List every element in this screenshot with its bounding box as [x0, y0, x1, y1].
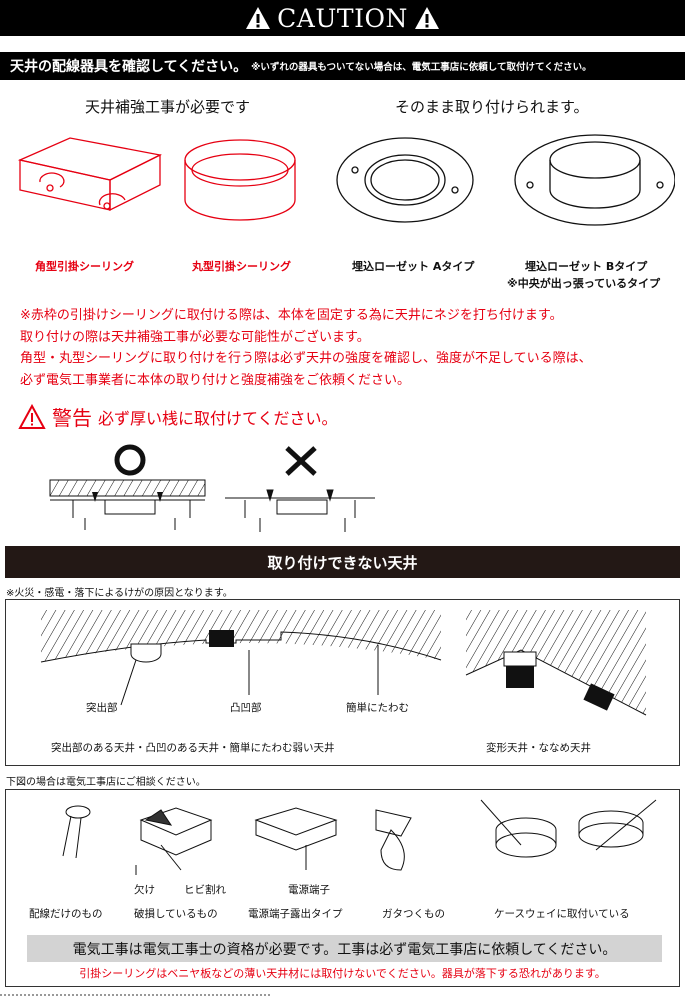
caution-title: CAUTION — [277, 3, 408, 33]
notice-line: 必ず電気工事業者に本体の取り付けと強度補強をご依頼ください。 — [20, 372, 411, 388]
rosette-a-image — [336, 137, 474, 223]
thin-ceiling-warning: 引掛シーリングはベニヤ板などの薄い天井材には取付けないでください。器具が落下する… — [79, 967, 606, 980]
notice-line: 角型・丸型シーリングに取り付けを行う際は必ず天井の強度を確認し、強度が不足してい… — [20, 351, 592, 366]
wire-only-image — [62, 805, 91, 859]
consult-item: 配線だけのもの — [29, 908, 103, 920]
warning-triangle-icon — [18, 403, 46, 429]
notice-line: ※赤枠の引掛けシーリングに取付ける際は、本体を固定する為に天井にネジを打ち付けま… — [20, 308, 563, 323]
consult-item: ケースウェイに取付いている — [494, 908, 630, 920]
consult-item: 電源端子露出タイプ — [248, 908, 343, 920]
consult-item: ガタつくもの — [382, 908, 445, 920]
check-wiring-note: ※いずれの器具もついてない場合は、電気工事店に依頼して取付けてください。 — [251, 62, 592, 73]
group-heading-reinforce: 天井補強工事が必要です — [85, 98, 251, 116]
rosette-b-image — [514, 134, 675, 226]
fixture-label-rosette-a: 埋込ローゼット Aタイプ — [352, 260, 475, 273]
warning-triangle-icon — [246, 7, 271, 29]
consult-note: 下図の場合は電気工事店にご相談ください。 — [6, 777, 206, 788]
unsuitable-ceiling-diagram — [40, 610, 647, 716]
reinforcement-notice: ※赤枠の引掛けシーリングに取付ける際は、本体を固定する為に天井にネジを打ち付けま… — [20, 305, 592, 391]
correct-circle-icon — [114, 444, 146, 476]
electrician-notice: 電気工事は電気工事士の資格が必要です。工事は必ず電気工事店に依頼してください。 — [27, 935, 662, 962]
raceway-fixture-image — [480, 799, 657, 858]
group-heading-direct: そのまま取り付けられます。 — [395, 98, 589, 116]
beam-mounting-diagram — [49, 444, 375, 532]
consult-item: 破損しているもの — [134, 908, 218, 920]
fixture-illustrations — [17, 134, 675, 226]
consult-illustrations — [62, 799, 657, 875]
unsuitable-ceiling-box: 突出部 凸凹部 簡単にたわむ 突出部のある天井・凸凹のある天井・簡単にたわむ弱い… — [5, 599, 680, 766]
unsuitable-ceiling-note: ※火災・感電・落下によるけがの原因となります。 — [6, 588, 233, 599]
warning-triangle-icon — [414, 7, 439, 29]
incorrect-cross-icon — [285, 446, 317, 476]
caption-weak-ceiling: 突出部のある天井・凸凹のある天井・簡単にたわむ弱い天井 — [51, 742, 335, 754]
callout-cracked: ヒビ割れ — [184, 884, 226, 896]
fixture-label-round: 丸型引掛シーリング — [192, 260, 291, 273]
warning-line: 警告 必ず厚い桟に取付けてください。 — [18, 402, 338, 431]
consult-box: 欠け ヒビ割れ 電源端子 配線だけのもの 破損しているもの 電源端子露出タイプ … — [5, 789, 680, 987]
divider — [0, 994, 270, 996]
notice-line: 取り付けの際は天井補強工事が必要な可能性がございます。 — [20, 329, 370, 345]
unsuitable-ceiling-title: 取り付けできない天井 — [5, 546, 680, 578]
callout-terminal: 電源端子 — [288, 884, 330, 896]
fixture-label-rosette-b: 埋込ローゼット Bタイプ — [525, 260, 648, 273]
round-ceiling-fixture-image — [184, 139, 296, 221]
damaged-fixture-image — [135, 807, 213, 875]
square-ceiling-fixture-image — [17, 137, 163, 212]
exposed-terminal-image — [254, 807, 338, 870]
warning-text: 必ず厚い桟に取付けてください。 — [98, 408, 338, 428]
callout-uneven: 凸凹部 — [230, 702, 262, 714]
check-wiring-bar: 天井の配線器具を確認してください。 ※いずれの器具もついてない場合は、電気工事店… — [0, 52, 685, 80]
warning-title: 警告 — [52, 406, 92, 430]
check-wiring-title: 天井の配線器具を確認してください。 — [10, 59, 248, 75]
caution-header: CAUTION — [0, 0, 685, 36]
callout-flexible: 簡単にたわむ — [346, 702, 409, 714]
caption-slanted-ceiling: 変形天井・ななめ天井 — [486, 742, 591, 754]
callout-chipped: 欠け — [134, 884, 155, 896]
fixture-label-square: 角型引掛シーリング — [35, 260, 134, 273]
callout-protrusion: 突出部 — [86, 702, 118, 714]
fixture-note-rosette-b: ※中央が出っ張っているタイプ — [507, 277, 661, 290]
loose-fixture-image — [375, 809, 412, 871]
